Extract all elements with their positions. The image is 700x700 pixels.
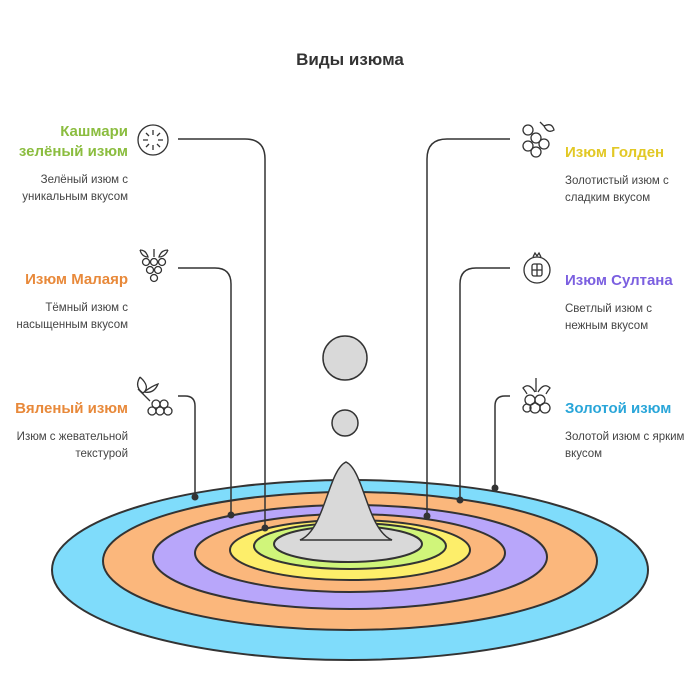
item-malayar: Изюм Малаяр Тёмный изюм с насыщенным вку… — [0, 270, 128, 334]
grape-bunch-icon — [139, 249, 169, 283]
item-title: Изюм Малаяр — [25, 271, 128, 288]
currant-icon — [522, 378, 551, 414]
item-description: Зелёный изюм с уникальным вкусом — [22, 174, 128, 203]
item-gold: Золотой изюм Золотой изюм с ярким вкусом — [565, 399, 695, 463]
connector-lines — [178, 138, 510, 528]
item-title: Вяленый изюм — [15, 400, 128, 417]
item-title: Изюм Голден — [565, 144, 665, 161]
drop-large — [322, 335, 368, 381]
kiwi-slice-icon — [137, 124, 169, 156]
drop-small — [331, 409, 359, 437]
page-title: Виды изюма — [296, 50, 404, 69]
splash-spike — [299, 461, 393, 541]
item-kashmari: Кашмари зелёный изюм Зелёный изюм с уник… — [0, 122, 128, 206]
item-description: Золотистый изюм с сладким вкусом — [565, 175, 669, 204]
item-title: Изюм Султана — [565, 272, 673, 289]
item-description: Изюм с жевательной текстурой — [16, 431, 128, 460]
pomegranate-icon — [523, 251, 551, 284]
leaf-berries-icon — [136, 376, 173, 416]
item-dried: Вяленый изюм Изюм с жевательной текстуро… — [0, 399, 128, 463]
item-title: Кашмари зелёный изюм — [18, 123, 128, 160]
item-description: Тёмный изюм с насыщенным вкусом — [16, 302, 128, 331]
item-sultana: Изюм Султана Светлый изюм с нежным вкусо… — [565, 271, 695, 335]
item-title: Золотой изюм — [565, 400, 672, 417]
item-golden: Изюм Голден Золотистый изюм с сладким вк… — [565, 143, 695, 207]
grapes-icon — [522, 121, 555, 158]
item-description: Золотой изюм с ярким вкусом — [565, 431, 685, 460]
item-description: Светлый изюм с нежным вкусом — [565, 303, 652, 332]
